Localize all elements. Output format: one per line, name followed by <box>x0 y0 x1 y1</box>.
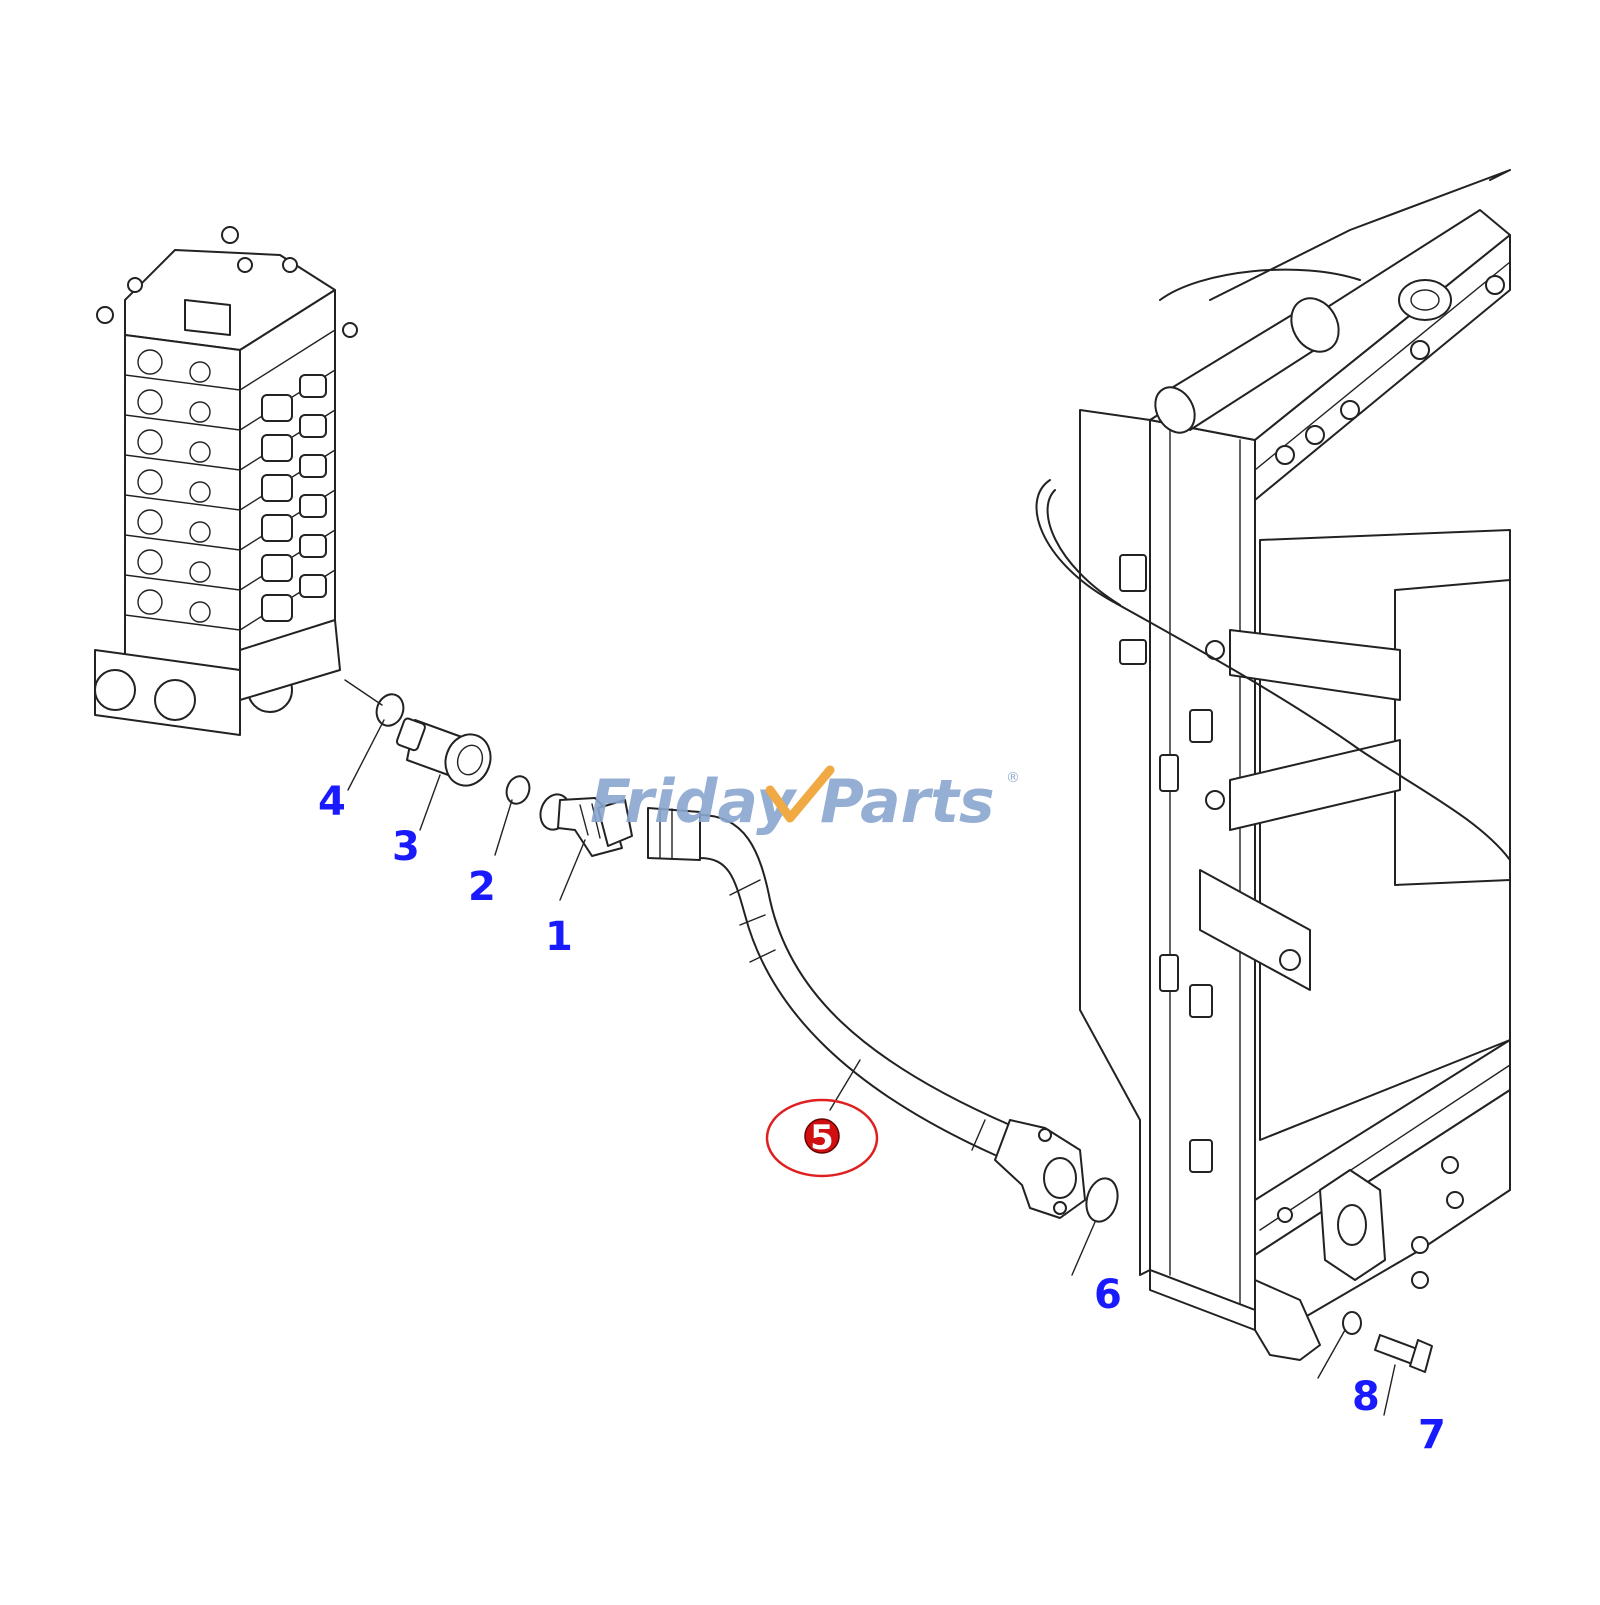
callout-7: 7 <box>1418 1412 1446 1458</box>
callout-5-highlight: 5 <box>765 1098 879 1178</box>
part-5-hose <box>647 807 1086 1219</box>
part-6-o-ring <box>1085 1177 1119 1223</box>
control-valve-assembly <box>94 226 358 736</box>
watermark-check-icon <box>765 765 835 823</box>
callout-8: 8 <box>1352 1374 1380 1420</box>
part-1-elbow-fitting <box>539 793 633 857</box>
callout-2: 2 <box>468 864 496 910</box>
watermark-word-friday: Friday <box>590 767 798 837</box>
watermark-word-parts: Parts <box>820 767 995 837</box>
callout-6: 6 <box>1094 1272 1122 1318</box>
callout-3: 3 <box>392 824 420 870</box>
watermark-logo: Friday Parts ® <box>590 765 1020 837</box>
watermark-registered-mark: ® <box>1006 770 1020 786</box>
callout-5: 5 <box>810 1118 834 1158</box>
part-4-o-ring <box>344 679 405 727</box>
callout-4: 4 <box>318 779 346 825</box>
part-3-adapter <box>395 717 492 787</box>
callout-1: 1 <box>545 914 573 960</box>
part-2-o-ring <box>505 775 531 805</box>
callouts: 4 3 2 1 5 6 8 7 <box>318 779 1446 1458</box>
part-7-bolt <box>1374 1334 1433 1416</box>
part-8-washer <box>1317 1311 1362 1379</box>
cooler-frame-assembly <box>1035 169 1511 1361</box>
